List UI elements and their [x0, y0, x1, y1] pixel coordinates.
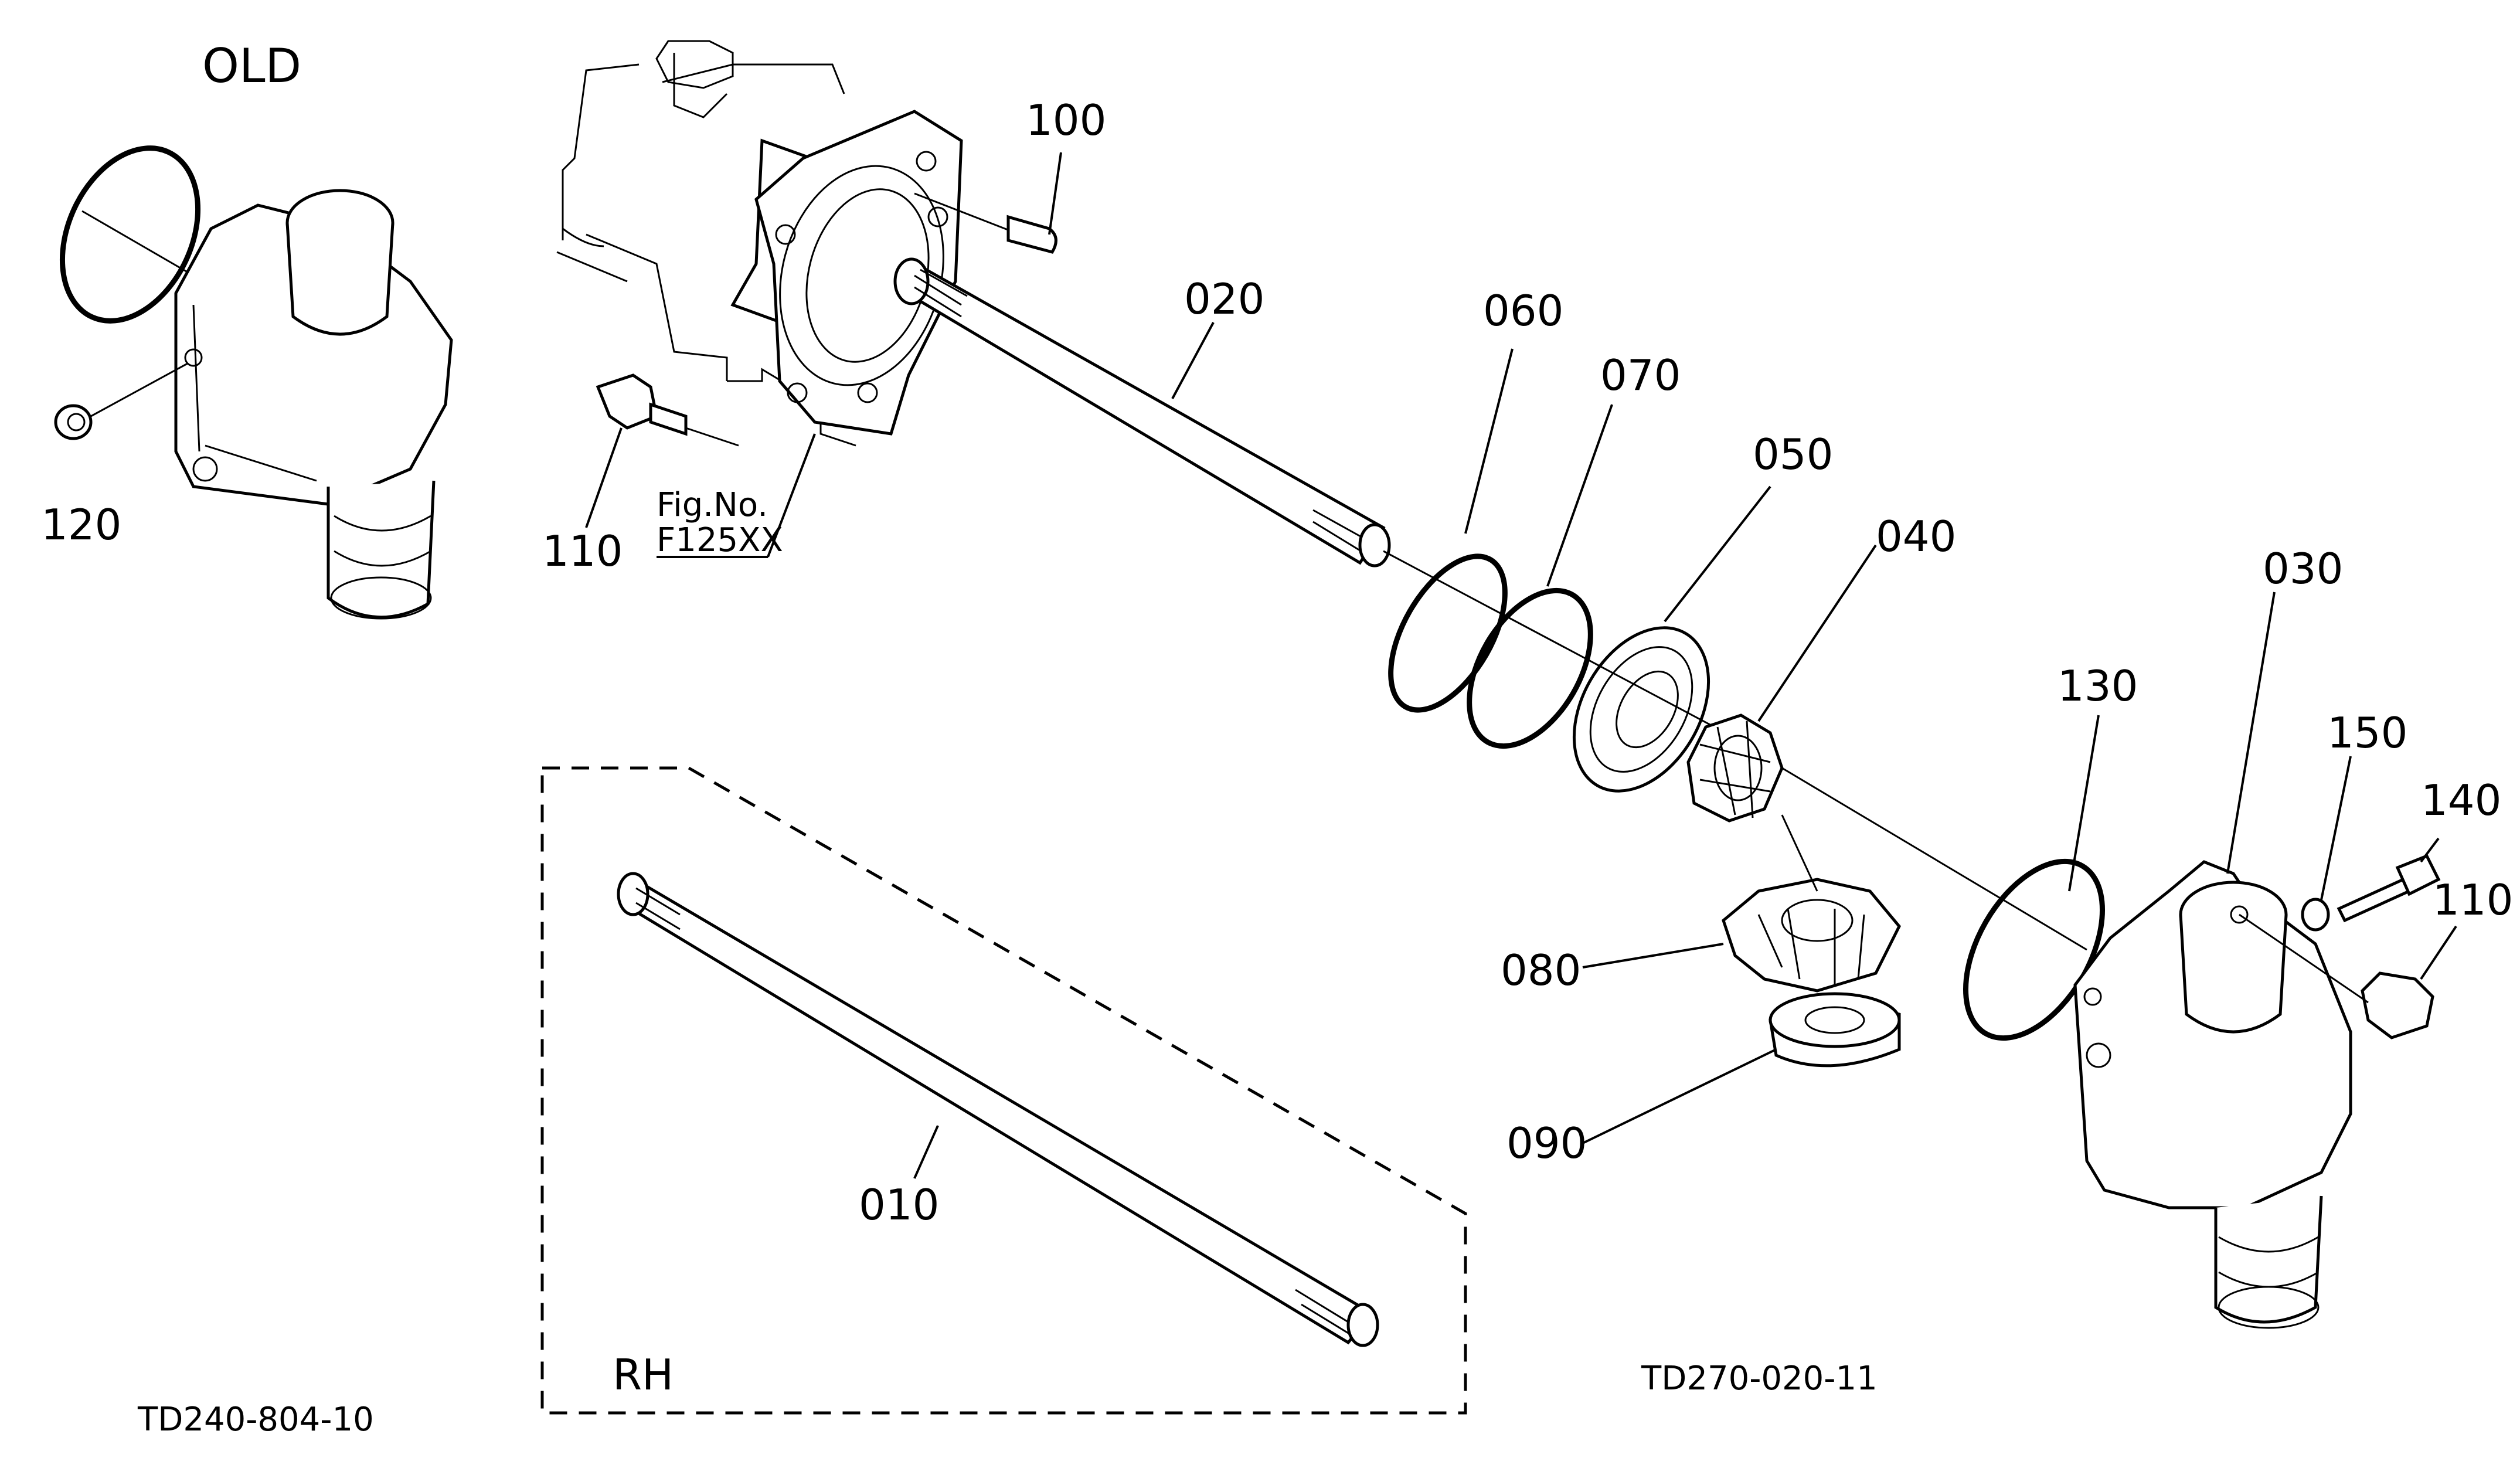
- old-housing-assembly: [54, 145, 453, 620]
- part-label-120: 120: [41, 500, 121, 549]
- plug-110-right: [2361, 971, 2434, 1039]
- drawing-id-right: TD270-020-11: [1641, 1360, 1878, 1398]
- part-label-130: 130: [2058, 661, 2138, 711]
- shaft-020: [893, 257, 1391, 568]
- label-old: OLD: [202, 39, 301, 93]
- casing-flange: [754, 110, 963, 436]
- part-label-080: 080: [1501, 946, 1581, 995]
- bearing-090: [1582, 992, 1901, 1144]
- o-ring-old: [59, 145, 201, 324]
- dowel-pin-100: [1006, 215, 1057, 254]
- snap-ring-060: [1388, 348, 1514, 713]
- plug-120: [54, 404, 93, 440]
- drawing-id-left: TD240-804-10: [137, 1401, 374, 1439]
- part-label-090: 090: [1506, 1119, 1587, 1168]
- part-label-110-right: 110: [2433, 875, 2513, 925]
- part-label-050: 050: [1753, 430, 1833, 479]
- washer-150: [2301, 898, 2330, 932]
- label-rh: RH: [613, 1350, 674, 1399]
- part-label-030: 030: [2263, 544, 2343, 593]
- part-label-140: 140: [2421, 776, 2501, 825]
- fig-code-label: F125XX: [657, 521, 783, 559]
- axle-casing-fragment: [556, 40, 1062, 558]
- part-label-110-left: 110: [542, 526, 623, 576]
- bolt-140: [2337, 877, 2412, 923]
- bevel-gear-080: [1582, 814, 1901, 993]
- shaft-010: [618, 883, 1374, 1345]
- bevel-gear-040: [1686, 544, 2087, 951]
- rh-dashed-border: [540, 766, 1467, 1415]
- part-label-040: 040: [1876, 512, 1956, 561]
- fasteners-right: [2239, 756, 2457, 1039]
- part-label-060: 060: [1483, 286, 1563, 335]
- plug-110-left: [596, 373, 658, 430]
- housing-030: [2073, 592, 2352, 1329]
- bearing-050: [1383, 485, 1771, 793]
- part-label-010: 010: [859, 1180, 939, 1229]
- shim-070: [1467, 404, 1613, 749]
- part-label-070: 070: [1600, 351, 1681, 400]
- part-label-150: 150: [2327, 708, 2407, 757]
- part-label-100: 100: [1026, 96, 1106, 145]
- rh-shaft-box: [540, 766, 1467, 1415]
- part-label-020: 020: [1184, 274, 1264, 324]
- fig-no-label: Fig.No.: [657, 486, 768, 524]
